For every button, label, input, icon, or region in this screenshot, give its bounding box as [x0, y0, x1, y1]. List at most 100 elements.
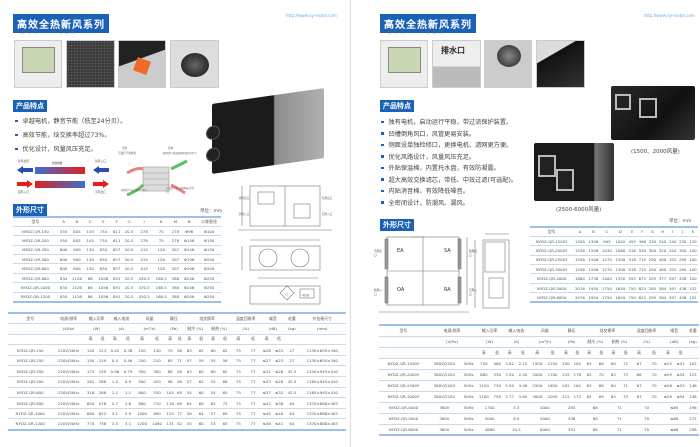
high-low-row: 高低高低高低高低高低高低高低高低: [8, 334, 346, 346]
value-cell: 800: [134, 397, 150, 409]
value-cell: 131: [164, 418, 176, 431]
value-cell: 1250×945×410: [298, 365, 346, 378]
label-indoor: 室内: [168, 147, 174, 150]
value-cell: 54: [207, 387, 220, 399]
value-cell: 71: [607, 424, 632, 436]
drawing-label-control-box: 电控盒: [302, 294, 310, 297]
label-outdoor: 室外: [122, 147, 128, 150]
value-cell: 130: [84, 263, 96, 274]
value-cell: 220V/50Hz: [52, 408, 85, 420]
product-image: [206, 88, 324, 174]
value-cell: 1308: [586, 236, 601, 247]
column-header: 输入电流: [502, 325, 530, 337]
value-cell: 288: [96, 387, 109, 399]
value-cell: 0.5: [108, 355, 122, 367]
value-cell: 2.15: [516, 358, 530, 370]
empty-cell: [460, 347, 477, 359]
value-cell: 300: [677, 245, 688, 256]
motor-photo: [484, 40, 532, 88]
value-cell: 100: [687, 264, 698, 275]
unit-header: 制冷 (%): [183, 323, 208, 335]
value-cell: 3.5: [108, 418, 122, 431]
value-cell: 518: [627, 245, 638, 256]
value-cell: 42.5: [285, 376, 299, 388]
value-cell: 220V/50Hz: [52, 387, 85, 399]
value-cell: 900: [69, 254, 85, 265]
model-cell: NYDZ-QR-500: [13, 254, 58, 265]
value-cell: 611: [110, 226, 123, 237]
left-page: 高效全热新风系列 节能电机 · 节能品质 http://www.ny-motor…: [0, 0, 350, 447]
value-cell: 3000: [476, 413, 503, 425]
value-cell: 65: [195, 344, 208, 356]
value-cell: 69: [219, 408, 232, 420]
value-cell: 1556: [573, 245, 587, 256]
value-cell: 57: [183, 355, 196, 367]
value-cell: 50Hz: [460, 369, 477, 381]
value-cell: 77: [245, 387, 261, 399]
value-cell: 172: [571, 391, 584, 403]
value-cell: 3000: [529, 391, 545, 403]
low-label: 低: [96, 334, 109, 346]
value-cell: Φ250: [197, 273, 221, 284]
value-cell: 834: [57, 273, 70, 284]
value-cell: 77: [245, 418, 261, 431]
value-cell: ≤53: [674, 380, 687, 392]
value-cell: 105: [164, 387, 176, 399]
value-cell: 2050: [544, 391, 561, 403]
low-label: 低: [149, 334, 165, 346]
value-cell: 1270: [600, 255, 614, 266]
value-cell: 20.5: [122, 226, 136, 237]
value-cell: 352: [667, 264, 678, 275]
value-cell: 1126: [69, 273, 85, 284]
value-cell: 652: [96, 408, 109, 420]
value-cell: 1150: [476, 380, 492, 392]
value-cell: 168.5: [152, 282, 170, 293]
column-header: 温度回收率: [631, 325, 662, 337]
value-cell: 235: [560, 369, 572, 381]
value-cell: ≤59: [661, 369, 675, 381]
value-cell: 1200: [134, 418, 150, 431]
value-cell: 415: [135, 254, 153, 265]
value-cell: 73: [219, 397, 232, 409]
column-header: F: [110, 217, 123, 227]
value-cell: 2076: [573, 283, 587, 294]
value-cell: 50Hz: [460, 402, 477, 414]
value-cell: 891: [110, 292, 123, 303]
value-cell: 1126: [69, 282, 85, 293]
website-link[interactable]: http://www.ny-motor.com: [286, 13, 337, 18]
low-label: 低: [516, 347, 530, 359]
value-cell: 86: [84, 273, 96, 284]
arrow-right-icon: [93, 180, 109, 188]
value-cell: 1250: [544, 358, 561, 370]
value-cell: ≤26: [272, 365, 286, 378]
value-cell: 62: [607, 391, 620, 403]
value-cell: ≤68: [661, 424, 687, 436]
value-cell: 1270: [600, 264, 614, 275]
value-cell: 800: [57, 245, 70, 256]
motor-photo: [170, 40, 219, 88]
value-cell: 316: [84, 387, 97, 399]
unit-header: (V/Hz): [427, 336, 477, 348]
value-cell: 145: [84, 226, 96, 237]
value-cell: 69: [595, 391, 608, 403]
website-link[interactable]: http://www.ny-motor.com: [644, 13, 695, 18]
value-cell: 55: [183, 418, 196, 431]
value-cell: 71: [175, 355, 184, 367]
controller-photo: [14, 40, 62, 88]
high-label: 高: [476, 347, 492, 359]
value-cell: 3.48: [516, 380, 530, 392]
value-cell: 0.96: [108, 365, 122, 378]
right-page: 高效全热新风系列 节能电机 · 节能品质 http://www.ny-motor…: [350, 0, 700, 447]
value-cell: 82: [175, 418, 184, 431]
value-cell: 480: [657, 255, 668, 266]
